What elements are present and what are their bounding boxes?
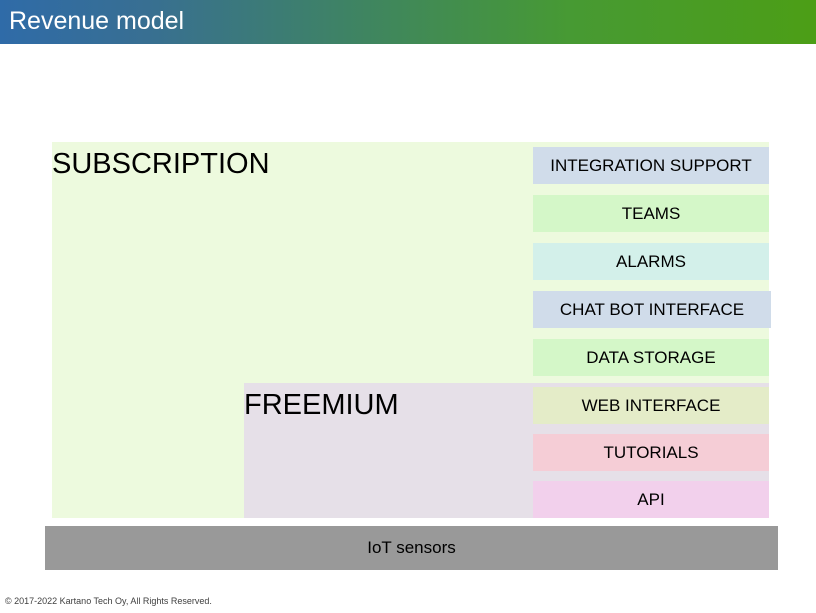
page-title: Revenue model bbox=[9, 7, 185, 35]
feature-box-web-interface: WEB INTERFACE bbox=[533, 387, 769, 424]
feature-box-integration-support: INTEGRATION SUPPORT bbox=[533, 147, 769, 184]
feature-box-alarms: ALARMS bbox=[533, 243, 769, 280]
foundation-bar-iot-sensors: IoT sensors bbox=[45, 526, 778, 570]
feature-box-teams: TEAMS bbox=[533, 195, 769, 232]
feature-box-data-storage: DATA STORAGE bbox=[533, 339, 769, 376]
feature-box-tutorials: TUTORIALS bbox=[533, 434, 769, 471]
tier-label-subscription: SUBSCRIPTION bbox=[52, 148, 270, 180]
feature-box-api: API bbox=[533, 481, 769, 518]
feature-box-chat-bot-interface: CHAT BOT INTERFACE bbox=[533, 291, 771, 328]
footer-copyright: © 2017-2022 Kartano Tech Oy, All Rights … bbox=[5, 596, 212, 606]
tier-label-freemium: FREEMIUM bbox=[244, 389, 399, 421]
slide-header-bar: Revenue model bbox=[0, 0, 816, 44]
